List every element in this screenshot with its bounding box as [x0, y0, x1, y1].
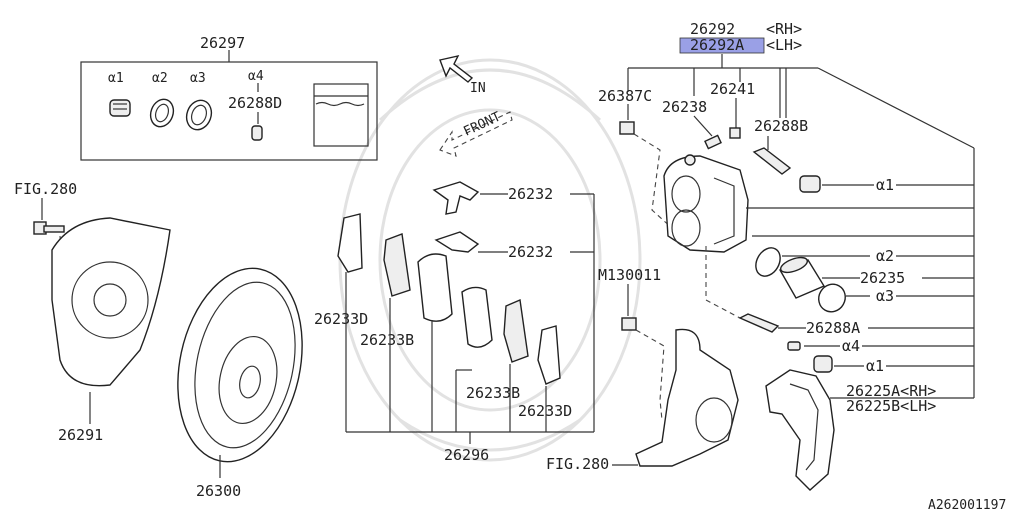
seal-part-a2	[149, 98, 175, 128]
dust-shield-26291	[51, 217, 171, 387]
label-26387C[interactable]: 26387C	[598, 87, 652, 105]
piston-26235	[778, 256, 826, 299]
pin-26288A	[738, 313, 780, 333]
label-26241[interactable]: 26241	[710, 80, 755, 98]
label-26292[interactable]: 26292	[690, 20, 735, 38]
pin-a4-r	[787, 341, 801, 351]
label-26292A[interactable]: 26292A	[690, 36, 744, 54]
pin-part-26288D	[251, 125, 263, 141]
shim-26233D-right	[537, 325, 561, 385]
caliper-body	[663, 154, 749, 253]
label-26225A[interactable]: 26225A<RH>	[846, 382, 936, 400]
boot-a1-r1	[799, 175, 821, 193]
label-26232-b[interactable]: 26232	[508, 243, 553, 261]
pin-26288B	[752, 147, 792, 175]
label-a4-r[interactable]: α4	[842, 337, 860, 355]
shim-26233B-right	[503, 298, 529, 363]
label-a1-r2[interactable]: α1	[866, 357, 884, 375]
watermark-emblem	[338, 58, 642, 462]
label-26233B-a[interactable]: 26233B	[360, 331, 414, 349]
label-26225B[interactable]: 26225B<LH>	[846, 397, 936, 415]
label-a1-kit[interactable]: α1	[108, 71, 124, 86]
shim-26233B-left	[383, 233, 411, 297]
bolt-m130011	[621, 317, 637, 331]
bleeder-26238	[704, 134, 722, 150]
cap-26241	[729, 127, 741, 139]
bolt-fig280	[33, 221, 65, 235]
label-26288D[interactable]: 26288D	[228, 94, 282, 112]
highlight-26292A	[679, 37, 765, 54]
label-26233D-a[interactable]: 26233D	[314, 310, 368, 328]
label-lh[interactable]: <LH>	[766, 36, 802, 54]
label-26238[interactable]: 26238	[662, 98, 707, 116]
boot-a1-r2	[813, 355, 833, 373]
label-26296[interactable]: 26296	[444, 446, 489, 464]
caliper-bracket-26225	[765, 369, 835, 491]
label-in[interactable]: IN	[470, 81, 486, 96]
bolt-26387C	[619, 121, 635, 135]
seal-a3-r	[818, 283, 846, 313]
steering-knuckle	[635, 328, 739, 467]
pad-left	[417, 253, 453, 322]
grease-packet	[313, 83, 369, 147]
brake-rotor-26300	[177, 267, 303, 463]
label-m130011[interactable]: M130011	[598, 266, 661, 284]
label-fig280-top[interactable]: FIG.280	[14, 180, 77, 198]
label-26291[interactable]: 26291	[58, 426, 103, 444]
label-26297[interactable]: 26297	[200, 34, 245, 52]
shim-26232-bottom	[434, 231, 480, 253]
label-a2-r[interactable]: α2	[876, 247, 894, 265]
seal-a2-r	[755, 247, 781, 277]
shim-26232-top	[432, 181, 480, 215]
front-arrow-icon	[439, 111, 513, 157]
label-26233B-b[interactable]: 26233B	[466, 384, 520, 402]
label-a4-kit[interactable]: α4	[248, 69, 264, 84]
label-fig280-bottom[interactable]: FIG.280	[546, 455, 609, 473]
label-26232-a[interactable]: 26232	[508, 185, 553, 203]
label-26288A[interactable]: 26288A	[806, 319, 860, 337]
label-a2-kit[interactable]: α2	[152, 71, 168, 86]
label-26235[interactable]: 26235	[860, 269, 905, 287]
label-rh[interactable]: <RH>	[766, 20, 802, 38]
in-arrow-icon	[439, 54, 474, 83]
boot-part-a1	[109, 99, 131, 117]
shim-26233D-left	[337, 213, 363, 273]
label-26300[interactable]: 26300	[196, 482, 241, 500]
label-a3-r[interactable]: α3	[876, 287, 894, 305]
diagram-code: A262001197	[928, 498, 1006, 512]
label-26288B[interactable]: 26288B	[754, 117, 808, 135]
label-a3-kit[interactable]: α3	[190, 71, 206, 86]
label-a1-r1[interactable]: α1	[876, 176, 894, 194]
pad-right	[461, 286, 493, 348]
label-26233D-b[interactable]: 26233D	[518, 402, 572, 420]
seal-part-a3	[185, 99, 213, 131]
